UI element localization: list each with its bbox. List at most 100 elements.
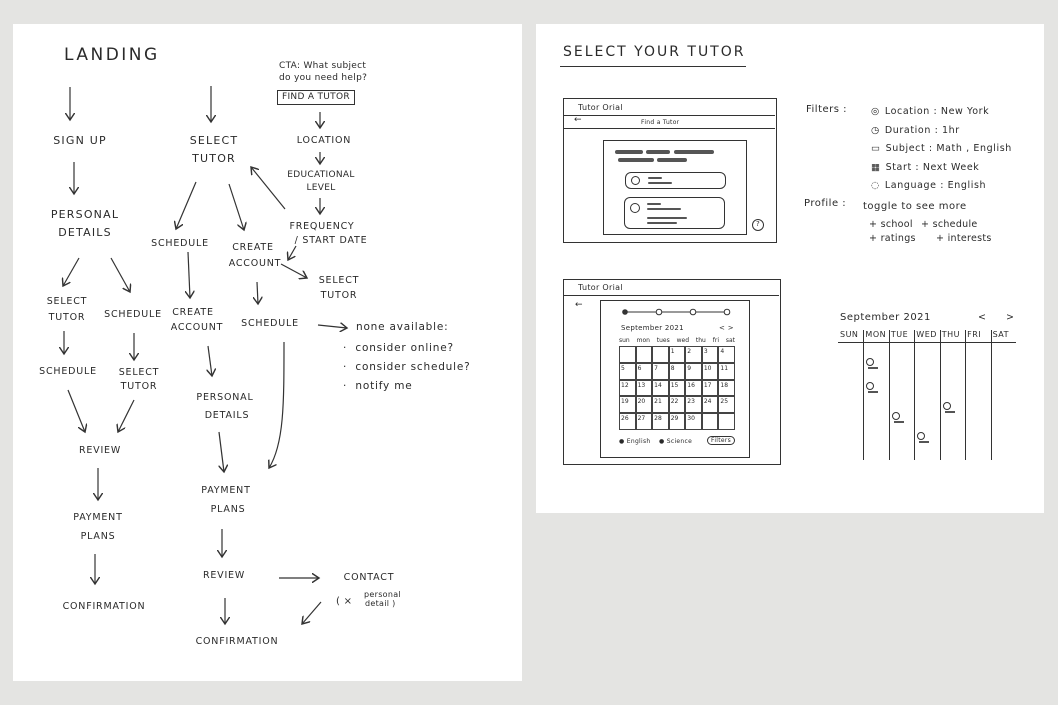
calendar-day-empty	[652, 346, 669, 363]
flow2-contact-note-1: personal	[364, 590, 401, 599]
big-cal-column-divider	[914, 330, 916, 460]
calendar-day-27[interactable]: 27	[635, 413, 653, 430]
calendar-day-7[interactable]: 7	[652, 362, 669, 380]
big-cal-prev[interactable]: <	[978, 312, 987, 323]
wire1-chip-3	[674, 150, 714, 154]
tutor-card-2[interactable]	[624, 197, 725, 229]
calendar-day-24[interactable]: 24	[701, 396, 719, 414]
user-flow-sheet: LANDING SIGN UP PERSONAL DETAILS SELECT …	[13, 24, 522, 681]
calendar-day-1[interactable]: 1	[668, 346, 686, 363]
filters-label: Filters :	[806, 104, 848, 115]
calendar-day-empty	[635, 346, 653, 363]
calendar-day-16[interactable]: 16	[685, 379, 702, 397]
flow3-educational-2: LEVEL	[306, 183, 336, 193]
weekday-mon: mon	[636, 337, 650, 344]
calendar-day-30[interactable]: 30	[685, 413, 702, 430]
profile-ratings: + ratings	[869, 233, 916, 244]
calendar-day-18[interactable]: 18	[718, 379, 735, 397]
calendar-day-5[interactable]: 5	[619, 362, 636, 380]
calendar-day-9[interactable]: 9	[685, 362, 702, 380]
session-block[interactable]	[866, 382, 880, 396]
flow-payment-2: PLANS	[80, 531, 116, 542]
weekday-thu: thu	[695, 337, 706, 344]
wire2-month-nav[interactable]: < >	[719, 324, 734, 332]
big-cal-next[interactable]: >	[1006, 312, 1015, 323]
wire2-back-arrow-icon[interactable]: ←	[575, 300, 583, 310]
flow-select-tutor-b2: TUTOR	[120, 381, 158, 392]
filter-text: Language : English	[884, 180, 987, 191]
calendar-day-8[interactable]: 8	[668, 362, 686, 380]
tutor-card-2-line-2	[647, 208, 681, 210]
tutor-avatar-icon	[631, 176, 640, 185]
wire1-back-arrow-icon[interactable]: ←	[574, 115, 582, 125]
calendar-day-empty	[701, 413, 719, 430]
flow3-select-tutor-2: TUTOR	[320, 290, 358, 301]
calendar-day-21[interactable]: 21	[652, 396, 669, 414]
find-a-tutor-button[interactable]: FIND A TUTOR	[277, 90, 355, 105]
filter-text: Start : Next Week	[885, 161, 980, 173]
big-cal-column-divider	[888, 330, 890, 460]
calendar-day-19[interactable]: 19	[619, 396, 636, 414]
flow-payment-1: PAYMENT	[73, 512, 123, 523]
calendar-day-12[interactable]: 12	[619, 379, 636, 397]
profile-label: Profile :	[804, 198, 847, 209]
calendar-day-29[interactable]: 29	[668, 413, 686, 430]
filters-button[interactable]: Filters	[707, 436, 736, 446]
flow2-contact-note-2: detail )	[365, 599, 396, 608]
calendar-day-15[interactable]: 15	[668, 379, 686, 397]
session-block[interactable]	[917, 432, 931, 446]
tutor-card-2-line-4	[647, 222, 677, 224]
calendar-day-6[interactable]: 6	[635, 362, 653, 380]
help-button[interactable]: ?	[752, 219, 764, 231]
filter-book: ▭Subject : Math , English	[871, 143, 1012, 154]
calendar-day-26[interactable]: 26	[619, 413, 636, 430]
big-cal-day-fri: FRI	[967, 330, 982, 339]
option-notify-me: · notify me	[343, 380, 413, 392]
wire1-panel	[603, 140, 747, 235]
option-consider-online: · consider online?	[343, 342, 454, 354]
wire2-brand: Tutor Orial	[578, 283, 623, 292]
flow-select-tutor-1: SELECT	[46, 296, 88, 307]
flow2-personal-1: PERSONAL	[196, 392, 254, 403]
legend-english: ● English	[619, 438, 651, 445]
big-cal-column-divider	[965, 330, 967, 460]
filter-text: Location : New York	[884, 106, 990, 117]
flow2-confirmation: CONFIRMATION	[195, 636, 279, 647]
calendar-day-10[interactable]: 10	[701, 362, 719, 380]
tutor-card-1-line-2	[648, 182, 672, 184]
calendar-day-23[interactable]: 23	[685, 396, 702, 414]
filter-text: Duration : 1hr	[884, 124, 960, 136]
flow2-payment-1: PAYMENT	[201, 485, 251, 496]
tutor-card-2-line	[647, 203, 661, 205]
calendar-day-28[interactable]: 28	[652, 413, 669, 430]
calendar-day-17[interactable]: 17	[701, 379, 719, 397]
title-underline	[560, 66, 746, 67]
calendar-day-empty	[718, 413, 735, 430]
flow2-review: REVIEW	[202, 570, 246, 581]
flow-sign-up: SIGN UP	[53, 134, 107, 147]
calendar-day-14[interactable]: 14	[652, 379, 669, 397]
calendar-day-20[interactable]: 20	[635, 396, 653, 414]
session-block[interactable]	[866, 358, 880, 372]
flow-personal-details-2: DETAILS	[58, 226, 112, 239]
session-block[interactable]	[891, 412, 906, 426]
calendar-day-3[interactable]: 3	[701, 346, 719, 363]
flow-select-tutor-2: TUTOR	[48, 312, 86, 323]
calendar-day-2[interactable]: 2	[685, 346, 702, 363]
flow-confirmation: CONFIRMATION	[62, 601, 146, 612]
weekday-tues: tues	[656, 337, 670, 344]
calendar-day-4[interactable]: 4	[718, 346, 735, 363]
flow-schedule-a: SCHEDULE	[104, 309, 162, 320]
session-block[interactable]	[942, 402, 957, 416]
wire1-chip-2	[646, 150, 670, 154]
cta-label-1: CTA: What subject	[279, 61, 367, 71]
wire2-month: September 2021	[621, 324, 684, 332]
calendar-day-25[interactable]: 25	[718, 396, 735, 414]
calendar-day-22[interactable]: 22	[668, 396, 686, 414]
tutor-card-1[interactable]	[625, 172, 726, 189]
calendar-day-11[interactable]: 11	[718, 362, 735, 380]
big-cal-day-tue: TUE	[890, 330, 909, 339]
big-cal-day-wed: WED	[916, 330, 937, 339]
calendar-day-13[interactable]: 13	[635, 379, 653, 397]
